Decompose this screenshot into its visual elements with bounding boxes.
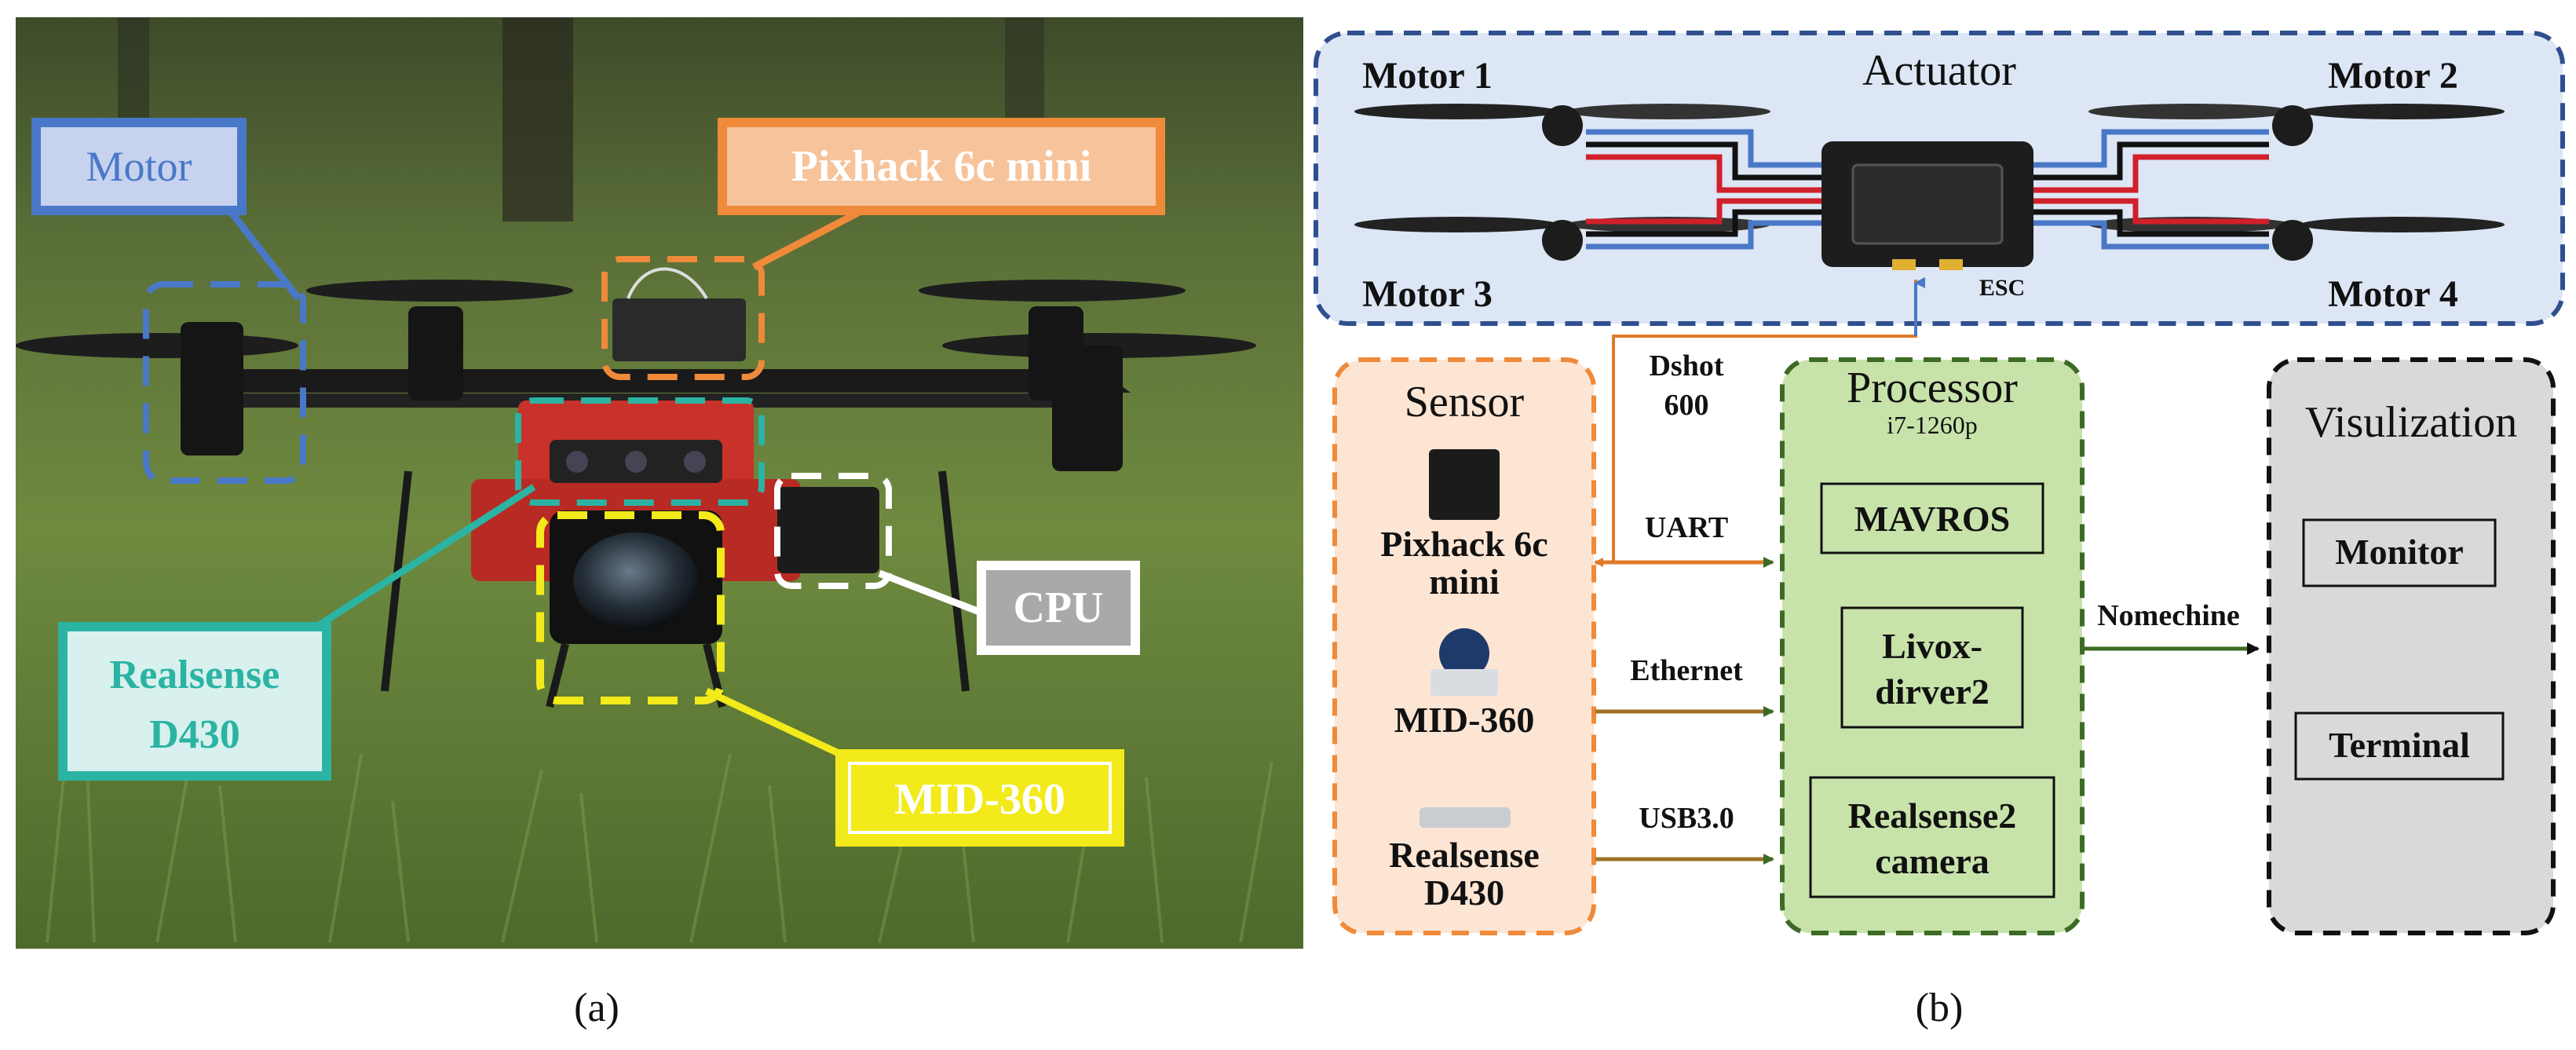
cpu-device	[777, 487, 879, 573]
propeller	[1354, 217, 1558, 232]
motor-3-label: Motor 3	[1362, 273, 1493, 315]
wires	[627, 267, 708, 300]
pixhack-device	[612, 298, 746, 361]
mid360-callout-inner	[848, 762, 1112, 834]
propeller	[1566, 104, 1770, 119]
dshot-label-line1: Dshot	[1649, 349, 1723, 382]
motor-highlight-box	[143, 281, 306, 484]
ethernet-label: Ethernet	[1630, 654, 1743, 687]
panel-b-caption: (b)	[1916, 986, 1964, 1030]
motor-1-icon	[1542, 105, 1583, 146]
motor-body	[1052, 346, 1123, 471]
motor-leader-line	[223, 203, 301, 301]
mid360-callout-box	[835, 749, 1124, 847]
mid360-icon	[1439, 628, 1489, 679]
panel-a-caption: (a)	[574, 986, 619, 1030]
pixhack-leader-line	[751, 203, 874, 270]
mid360-dome	[573, 532, 699, 630]
motor-wires	[1586, 129, 2269, 250]
mavros-label: MAVROS	[1854, 499, 2011, 539]
sensor-realsense-label-line1: Realsense	[1389, 835, 1540, 875]
propeller	[306, 280, 573, 302]
camera-lens	[684, 451, 706, 473]
sensor-title: Sensor	[1405, 378, 1525, 426]
monitor-node	[2302, 518, 2497, 587]
livox-driver-node	[1840, 606, 2024, 729]
drone-frame	[188, 369, 1131, 393]
camera-lens	[566, 451, 588, 473]
pixhack-icon	[1429, 449, 1500, 520]
mid360-callout-label: MID-360	[894, 775, 1065, 824]
realsense-callout-label-line1: Realsense	[110, 653, 280, 697]
realsense-highlight-box	[515, 397, 765, 506]
realsense2-label-line2: camera	[1875, 841, 1990, 881]
realsense-leader-line	[312, 484, 536, 631]
camera-lens	[625, 451, 647, 473]
esc-pad	[1939, 259, 1963, 270]
cpu-callout-box	[977, 561, 1140, 655]
pixhack-highlight-box	[601, 256, 765, 380]
cpu-callout-label: CPU	[1013, 584, 1103, 632]
propeller	[2300, 104, 2505, 119]
mid360-leader-line	[705, 687, 842, 758]
uart-label: UART	[1645, 511, 1728, 544]
landing-legs	[381, 470, 970, 708]
motor-2-icon	[2272, 105, 2313, 146]
actuator-title: Actuator	[1862, 46, 2016, 95]
processor-block	[1780, 357, 2085, 935]
monitor-label: Monitor	[2335, 532, 2464, 572]
panel-b-diagram: Actuator	[1314, 31, 2565, 935]
sensor-mid360-label: MID-360	[1394, 700, 1535, 740]
motor-1-label: Motor 1	[1362, 55, 1493, 97]
mavros-node	[1820, 482, 2044, 554]
propeller	[1354, 104, 1558, 119]
motor-callout-label: Motor	[86, 143, 192, 190]
terminal-label: Terminal	[2329, 725, 2470, 765]
propeller	[16, 333, 298, 358]
livox-label-line2: dirver2	[1875, 671, 1990, 712]
panel-a-photo: Motor Pixhack 6c mini CPU Realsense D430…	[16, 17, 1303, 949]
realsense2-label-line1: Realsense2	[1848, 796, 2017, 836]
pixhack-callout-label: Pixhack 6c mini	[791, 142, 1092, 191]
cpu-highlight-box	[774, 473, 892, 589]
motor-4-icon	[2272, 220, 2313, 261]
propeller	[2088, 104, 2293, 119]
drone	[16, 267, 1256, 708]
realsense-callout-label-line2: D430	[149, 712, 240, 757]
nomechine-label: Nomechine	[2097, 599, 2240, 632]
sensor-realsense-label-line2: D430	[1424, 873, 1504, 913]
mid360-highlight-box	[536, 511, 725, 704]
motor-callout-box	[31, 118, 247, 215]
motor-body	[181, 322, 243, 455]
dshot-label-line2: 600	[1664, 389, 1709, 422]
mid360-icon-base	[1431, 669, 1498, 696]
realsense-icon	[1420, 807, 1511, 828]
motor-2-label: Motor 2	[2328, 55, 2458, 97]
realsense2-camera-node	[1809, 776, 2055, 898]
propeller	[919, 280, 1186, 302]
sensor-pixhack-label-line1: Pixhack 6c	[1380, 524, 1547, 564]
realsense-callout-box	[58, 622, 331, 781]
visualization-title: Visulization	[2305, 398, 2517, 447]
esc-label: ESC	[1979, 275, 2025, 301]
processor-subtitle: i7-1260p	[1887, 411, 1978, 439]
usb-label: USB3.0	[1639, 802, 1734, 835]
sensor-pixhack-label-line2: mini	[1429, 562, 1500, 602]
motor-3-icon	[1542, 220, 1583, 261]
esc-chip	[1851, 163, 2004, 245]
motor-4-label: Motor 4	[2328, 273, 2458, 315]
processor-title: Processor	[1847, 364, 2018, 412]
pixhack-callout-box	[718, 118, 1165, 215]
visualization-block	[2267, 357, 2556, 935]
cpu-leader-line	[878, 569, 983, 616]
livox-label-line1: Livox-	[1882, 626, 1982, 666]
terminal-node	[2294, 712, 2505, 781]
tree-trunk	[502, 17, 573, 221]
esc-pad	[1892, 259, 1916, 270]
motor-body	[408, 306, 463, 401]
propeller	[2300, 217, 2505, 232]
